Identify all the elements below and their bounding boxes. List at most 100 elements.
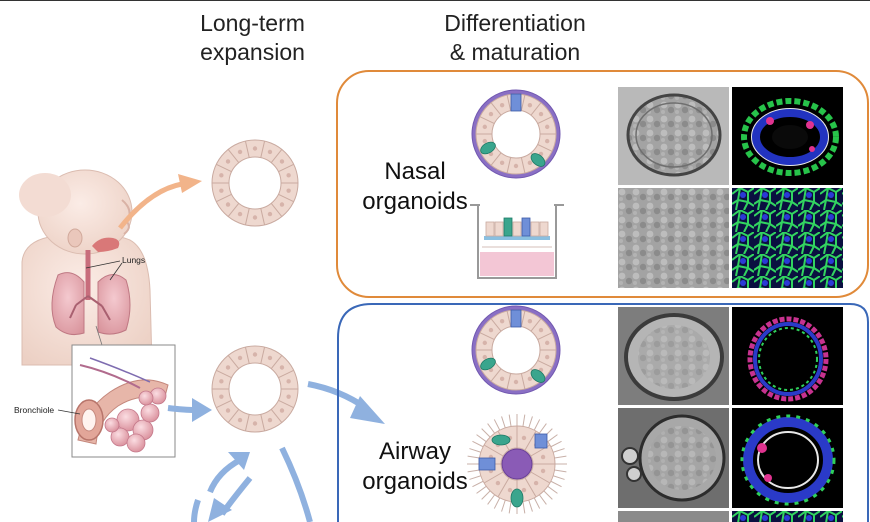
cell-nucleus <box>513 163 519 169</box>
header-expansion-line1: Long-term <box>200 10 305 36</box>
cell-nucleus <box>527 376 533 382</box>
cell-nucleus <box>286 188 291 193</box>
cell-nucleus <box>499 376 505 382</box>
nasal-organoid-schematic <box>471 89 561 179</box>
cell-nucleus <box>279 202 285 207</box>
cell-nucleus <box>279 159 285 164</box>
cell-nucleus <box>237 417 243 423</box>
goblet-cell <box>480 141 496 155</box>
airway-fluorescence-organoid-1 <box>732 307 843 405</box>
nasal-brightfield-organoid <box>618 87 729 185</box>
nasal-organoids-frame <box>336 70 869 298</box>
airway-arrowhead <box>192 398 212 422</box>
cell-nucleus <box>286 394 291 399</box>
airway-organoid-inverted <box>467 414 567 514</box>
club-cell <box>478 457 496 471</box>
cell-nucleus <box>225 159 231 164</box>
cell-nucleus <box>488 111 494 117</box>
cell-nucleus <box>219 173 224 178</box>
goblet-cell <box>530 153 546 167</box>
lungs-label: Lungs <box>122 255 146 265</box>
cell-nucleus <box>279 365 285 370</box>
cell-nucleus <box>527 160 533 166</box>
cell-nucleus <box>225 408 231 413</box>
cell-nucleus <box>544 124 550 130</box>
cell-nucleus <box>513 379 519 385</box>
airway-fluorescence-organoid-3 <box>732 511 843 522</box>
nasal-expansion-arrow <box>118 181 183 230</box>
cell-nucleus <box>237 149 243 155</box>
cycle-arrow-lower <box>191 499 201 522</box>
cell-nucleus <box>499 102 505 108</box>
cell-nucleus <box>252 352 258 357</box>
cell-nucleus <box>488 327 494 333</box>
airway-label-line2: organoids <box>362 468 468 495</box>
top-divider <box>0 0 870 1</box>
airway-expansion-arrow <box>167 405 196 413</box>
cell-nucleus <box>544 340 550 346</box>
cycle-arrowhead-up <box>228 452 250 470</box>
goblet-cell <box>480 357 496 371</box>
child-figure <box>19 169 153 366</box>
airway-brightfield-organoid-3 <box>618 511 729 522</box>
nasal-label-line2: organoids <box>362 188 468 215</box>
goblet-cell <box>510 488 524 508</box>
header-differentiation: Differentiation & maturation <box>420 9 610 67</box>
cell-nucleus <box>507 487 513 493</box>
cell-nucleus <box>286 173 291 178</box>
cell-nucleus <box>527 102 533 108</box>
cell-nucleus <box>482 354 488 360</box>
cell-nucleus <box>540 454 546 460</box>
cell-nucleus <box>527 318 533 324</box>
cell-nucleus <box>495 480 501 486</box>
expansion-organoid-airway <box>211 345 299 433</box>
cell-nucleus <box>237 355 243 361</box>
airway-organoid-schematic <box>471 305 561 395</box>
header-expansion: Long-term expansion <box>170 9 335 67</box>
differentiation-arrowhead-airway <box>350 396 385 424</box>
cycle-arrow-left <box>207 457 242 494</box>
cell-nucleus <box>533 480 539 486</box>
cell-nucleus <box>499 318 505 324</box>
header-differentiation-line2: & maturation <box>449 39 581 65</box>
cell-nucleus <box>237 211 243 217</box>
cell-nucleus <box>538 327 544 333</box>
goblet-cell <box>491 434 511 446</box>
airway-label-line1: Airway <box>378 438 451 465</box>
transwell-culture <box>470 204 564 279</box>
organoid-lumen <box>501 448 533 480</box>
cell-nucleus <box>540 468 546 474</box>
cell-nucleus <box>482 124 488 130</box>
cell-nucleus <box>267 149 273 155</box>
airway-brightfield-organoid-1 <box>618 307 729 405</box>
goblet-cell <box>530 369 546 383</box>
cell-nucleus <box>538 111 544 117</box>
airway-organoids-frame <box>337 303 869 522</box>
club-cell <box>510 93 522 112</box>
nasal-organoids-label: Nasal organoids <box>356 157 474 217</box>
bronchiole-inset <box>57 344 176 458</box>
nasal-brightfield-ali <box>618 188 729 288</box>
cell-nucleus <box>252 146 258 151</box>
cell-nucleus <box>482 340 488 346</box>
cell-nucleus <box>279 408 285 413</box>
cell-nucleus <box>544 354 550 360</box>
cell-nucleus <box>544 138 550 144</box>
cell-nucleus <box>252 421 258 426</box>
cycle-arrowhead-down <box>208 498 232 522</box>
club-cell <box>534 433 548 449</box>
cell-nucleus <box>225 202 231 207</box>
nasal-fluorescence-organoid <box>732 87 843 185</box>
header-differentiation-line1: Differentiation <box>444 10 586 36</box>
cell-nucleus <box>225 365 231 370</box>
cell-nucleus <box>267 355 273 361</box>
nasal-fluorescence-ali <box>732 188 843 288</box>
cell-nucleus <box>219 379 224 384</box>
cell-nucleus <box>219 394 224 399</box>
expansion-organoid-nasal <box>211 139 299 227</box>
cell-nucleus <box>252 215 258 220</box>
downward-arrow <box>279 446 313 522</box>
cell-nucleus <box>521 435 527 441</box>
cell-nucleus <box>499 160 505 166</box>
